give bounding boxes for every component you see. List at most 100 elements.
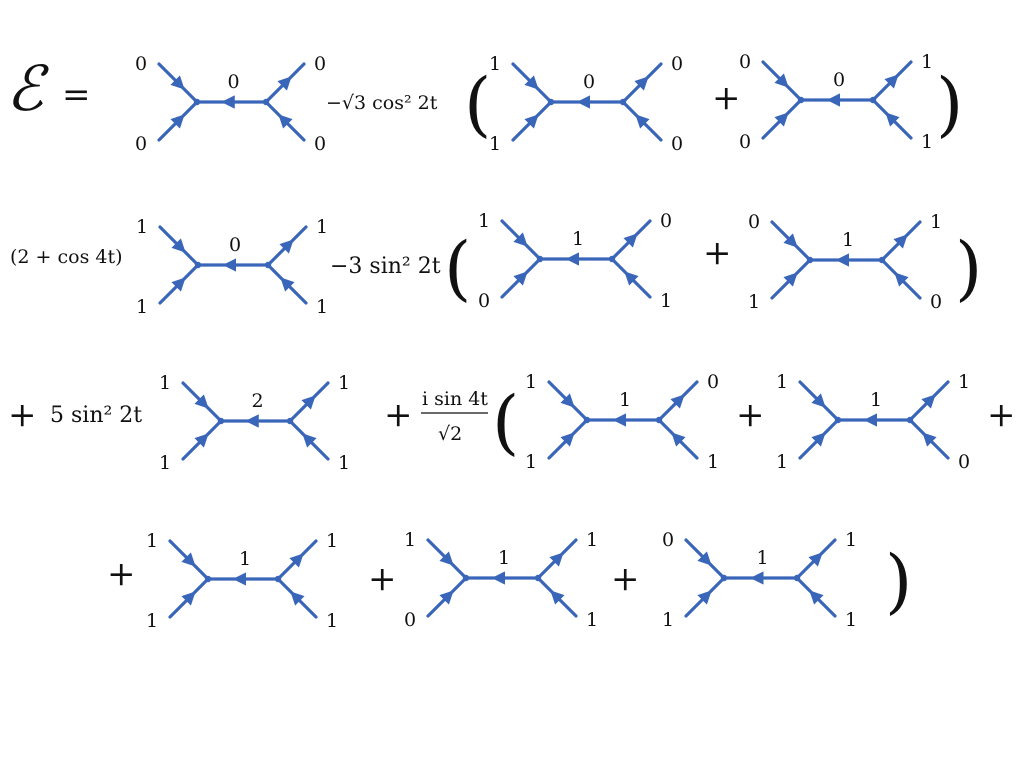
label-internal: 2 — [251, 390, 263, 412]
label-bottom-left: 1 — [776, 451, 788, 473]
label-bottom-left: 0 — [404, 609, 416, 631]
label-bottom-left: 1 — [146, 610, 158, 632]
vertex-right — [608, 255, 616, 263]
label-top-left: 1 — [489, 53, 501, 75]
leg-bottom-left — [500, 271, 528, 299]
coefficient-two-plus-cos: (2 + cos 4t) — [10, 246, 123, 268]
leg-top-left-tail — [447, 559, 468, 580]
leg-bottom-right — [894, 272, 922, 300]
label-internal: 1 — [842, 229, 854, 251]
leg-bottom-left — [761, 112, 789, 140]
leg-bottom-left — [158, 277, 186, 305]
label-internal: 1 — [498, 547, 510, 569]
vertex-right — [793, 574, 801, 582]
label-bottom-right: 1 — [660, 290, 672, 312]
leg-bottom-left — [426, 590, 454, 618]
leg-top-left-tail — [179, 246, 200, 267]
label-top-right: 1 — [326, 530, 338, 552]
vertex-left — [194, 261, 202, 269]
leg-bottom-right — [809, 590, 837, 618]
leg-top-right — [276, 553, 304, 581]
label-top-right: 1 — [958, 371, 970, 393]
label-internal: 0 — [833, 69, 845, 91]
vertex-right — [262, 98, 270, 106]
leg-top-right-tail — [631, 219, 652, 240]
label-internal: 0 — [583, 71, 595, 93]
label-bottom-left: 0 — [135, 133, 147, 155]
leg-bottom-right — [290, 591, 318, 619]
leg-bottom-left-tail — [782, 98, 803, 119]
leg-top-right-tail — [642, 62, 663, 83]
label-top-left: 1 — [159, 372, 171, 394]
label-top-left: 0 — [662, 529, 674, 551]
label-bottom-left: 1 — [159, 452, 171, 474]
plus-sign: + — [611, 559, 640, 599]
label-top-right: 1 — [338, 372, 350, 394]
leg-top-right-tail — [557, 538, 578, 559]
coefficient-sqrt2-denominator: √2 — [438, 423, 462, 445]
label-top-left: 0 — [748, 211, 760, 233]
leg-top-right — [908, 394, 936, 422]
leg-bottom-right-tail — [536, 576, 557, 597]
open-paren-1: ( — [464, 63, 491, 145]
leg-top-right — [871, 74, 899, 102]
leg-top-right-tail — [309, 381, 330, 402]
vertex-left — [806, 256, 814, 264]
leg-bottom-right — [278, 114, 306, 142]
plus-sign: + — [384, 395, 413, 435]
leg-top-left-tail — [532, 83, 553, 104]
leg-top-left-tail — [568, 401, 589, 422]
label-bottom-right: 0 — [958, 451, 970, 473]
leg-bottom-right — [922, 432, 950, 460]
leg-top-left-tail — [189, 560, 210, 581]
leg-top-left-tail — [178, 83, 199, 104]
leg-bottom-left-tail — [791, 258, 812, 279]
leg-bottom-right-tail — [795, 576, 816, 597]
leg-top-right-tail — [892, 60, 913, 81]
label-bottom-right: 0 — [314, 133, 326, 155]
leg-bottom-left — [798, 432, 826, 460]
label-bottom-left: 1 — [489, 133, 501, 155]
label-top-left: 1 — [404, 529, 416, 551]
label-top-right: 1 — [930, 211, 942, 233]
label-bottom-right: 1 — [845, 609, 857, 631]
label-internal: 1 — [756, 547, 768, 569]
leg-bottom-right — [635, 114, 663, 142]
leg-bottom-right-tail — [288, 419, 309, 440]
leg-top-left — [158, 225, 186, 253]
plus-sign: + — [703, 233, 732, 273]
vertex-left — [536, 255, 544, 263]
leg-bottom-right-tail — [621, 100, 642, 121]
label-internal: 1 — [870, 389, 882, 411]
equals-sign: = — [62, 75, 91, 115]
label-internal: 1 — [572, 228, 584, 250]
leg-top-right — [621, 76, 649, 104]
leg-top-left — [684, 538, 712, 566]
leg-bottom-left-tail — [447, 576, 468, 597]
open-paren-2: ( — [444, 227, 471, 309]
vertex-left — [834, 416, 842, 424]
leg-top-left — [426, 538, 454, 566]
vertex-right — [534, 574, 542, 582]
leg-bottom-right-tail — [871, 98, 892, 119]
label-bottom-left: 0 — [478, 290, 490, 312]
label-bottom-right: 1 — [316, 296, 328, 318]
open-paren-3: ( — [492, 381, 519, 463]
close-paren-1: ) — [936, 63, 963, 145]
label-bottom-left: 1 — [748, 291, 760, 313]
leg-top-left — [770, 220, 798, 248]
label-internal: 0 — [229, 234, 241, 256]
leg-top-right-tail — [678, 380, 699, 401]
leg-top-left-tail — [705, 559, 726, 580]
label-top-right: 1 — [316, 216, 328, 238]
leg-top-right-tail — [816, 538, 837, 559]
label-internal: 1 — [619, 389, 631, 411]
